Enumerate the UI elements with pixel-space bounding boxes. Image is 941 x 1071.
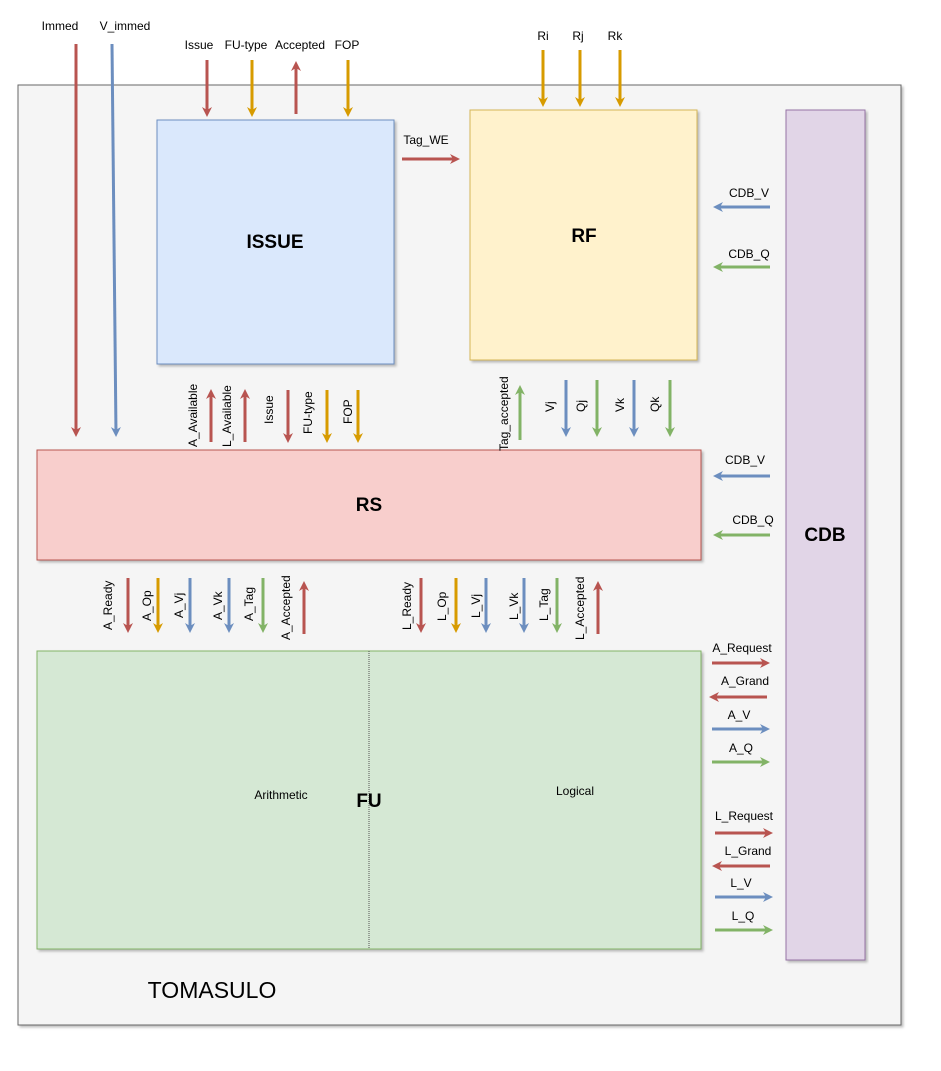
fu-arithmetic-label: Arithmetic xyxy=(254,788,307,802)
ri-label: Ri xyxy=(537,29,548,43)
a-vk-label: A_Vk xyxy=(211,590,225,620)
a-q-label: A_Q xyxy=(729,741,753,755)
a-ready-label: A_Ready xyxy=(101,581,115,630)
rs-cdb-q-label: CDB_Q xyxy=(732,513,773,527)
v-immed-label: V_immed xyxy=(100,19,151,33)
issue-block xyxy=(156,119,395,365)
qj-label: Qj xyxy=(574,400,588,412)
rf-cdb-q-label: CDB_Q xyxy=(728,247,769,261)
rs-block xyxy=(36,449,702,561)
rj-label: Rj xyxy=(572,29,583,43)
l-q-label: L_Q xyxy=(732,909,755,923)
rf-label: RF xyxy=(571,226,596,247)
rs-label: RS xyxy=(356,495,382,516)
l-op-label: L_Op xyxy=(435,591,449,621)
a-request-label: A_Request xyxy=(712,641,772,655)
rs-cdb-v-label: CDB_V xyxy=(725,453,765,467)
a-grand-label: A_Grand xyxy=(721,674,769,688)
a-tag-label: A_Tag xyxy=(242,587,256,621)
issue-label: ISSUE xyxy=(246,232,303,253)
issue-in-label: Issue xyxy=(185,38,214,52)
immed-label: Immed xyxy=(42,19,79,33)
accepted-out-label: Accepted xyxy=(275,38,325,52)
cdb-block xyxy=(785,109,866,961)
tag-we-label: Tag_WE xyxy=(403,133,448,147)
l-vk-label: L_Vk xyxy=(507,592,521,620)
l-request-label: L_Request xyxy=(715,809,774,823)
rs-fop-label: FOP xyxy=(341,399,355,424)
v-immed-arrow xyxy=(110,43,121,437)
fop-in-label: FOP xyxy=(335,38,360,52)
vj-label: Vj xyxy=(543,401,557,412)
fu-label: FU xyxy=(356,791,381,812)
l-v-label: L_V xyxy=(730,876,751,890)
qk-label: Qk xyxy=(648,396,662,412)
container-label: TOMASULO xyxy=(148,977,277,1003)
fu-logical-label: Logical xyxy=(556,784,594,798)
vk-label: Vk xyxy=(613,397,627,412)
rk-label: Rk xyxy=(608,29,624,43)
a-op-label: A_Op xyxy=(140,590,154,621)
cdb-label: CDB xyxy=(804,525,845,546)
rs-issue-label: Issue xyxy=(262,395,276,424)
l-tag-label: L_Tag xyxy=(537,588,551,621)
a-available-label: A_Available xyxy=(186,384,200,447)
l-vj-label: L_Vj xyxy=(469,594,483,618)
a-vj-label: A_Vj xyxy=(172,593,186,618)
rf-block xyxy=(469,109,698,361)
l-accepted-label: L_Accepted xyxy=(573,577,587,640)
l-grand-label: L_Grand xyxy=(725,844,772,858)
rf-cdb-v-label: CDB_V xyxy=(729,186,769,200)
l-available-label: L_Available xyxy=(220,385,234,447)
a-accepted-label: A_Accepted xyxy=(279,575,293,640)
l-ready-label: L_Ready xyxy=(400,582,414,630)
a-v-label: A_V xyxy=(728,708,751,722)
tag-accepted-label: Tag_accepted xyxy=(497,376,511,451)
futype-in-label: FU-type xyxy=(225,38,268,52)
rs-futype-label: FU-type xyxy=(301,391,315,434)
